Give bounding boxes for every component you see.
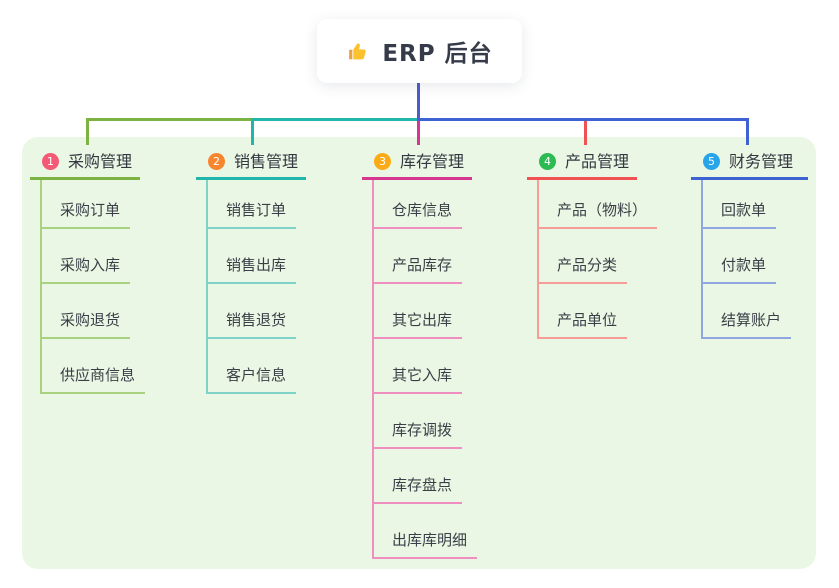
branch-product: 4 产品管理 产品（物料） 产品分类 产品单位 — [527, 146, 658, 339]
branch-label: 销售管理 — [234, 151, 299, 171]
child-node[interactable]: 仓库信息 — [374, 180, 463, 229]
connector-branch2-drop — [251, 118, 254, 145]
branch-index-badge: 5 — [703, 153, 720, 170]
branch-label: 库存管理 — [400, 151, 465, 171]
branch-purchase: 1 采购管理 采购订单 采购入库 采购退货 供应商信息 — [30, 146, 146, 394]
mindmap-canvas — [22, 137, 816, 569]
child-node[interactable]: 销售退货 — [208, 284, 297, 339]
branch-index-badge: 1 — [42, 153, 59, 170]
child-node[interactable]: 回款单 — [703, 180, 777, 229]
branch-purchase-title[interactable]: 1 采购管理 — [30, 146, 140, 180]
branch-index-badge: 4 — [539, 153, 556, 170]
branch-index-badge: 3 — [374, 153, 391, 170]
branch-inventory: 3 库存管理 仓库信息 产品库存 其它出库 其它入库 库存调拨 库存盘点 出库库… — [362, 146, 478, 559]
branch-label: 产品管理 — [565, 151, 630, 171]
thumbs-up-icon — [346, 39, 371, 64]
child-node[interactable]: 产品（物料） — [539, 180, 658, 229]
child-node[interactable]: 付款单 — [703, 229, 777, 284]
child-node[interactable]: 产品单位 — [539, 284, 628, 339]
branch-product-children: 产品（物料） 产品分类 产品单位 — [537, 180, 658, 339]
child-node[interactable]: 销售出库 — [208, 229, 297, 284]
connector-branch5-drop — [746, 118, 749, 145]
child-node[interactable]: 其它入库 — [374, 339, 463, 394]
branch-label: 采购管理 — [68, 151, 133, 171]
child-node[interactable]: 采购入库 — [42, 229, 131, 284]
branch-finance-title[interactable]: 5 财务管理 — [691, 146, 808, 180]
child-node[interactable]: 其它出库 — [374, 284, 463, 339]
child-node[interactable]: 产品库存 — [374, 229, 463, 284]
branch-sales: 2 销售管理 销售订单 销售出库 销售退货 客户信息 — [196, 146, 306, 394]
branch-finance-children: 回款单 付款单 结算账户 — [701, 180, 808, 339]
child-node[interactable]: 库存盘点 — [374, 449, 463, 504]
child-node[interactable]: 采购订单 — [42, 180, 131, 229]
branch-finance: 5 财务管理 回款单 付款单 结算账户 — [691, 146, 808, 339]
child-node[interactable]: 结算账户 — [703, 284, 792, 339]
branch-sales-children: 销售订单 销售出库 销售退货 客户信息 — [206, 180, 306, 394]
child-node[interactable]: 库存调拨 — [374, 394, 463, 449]
child-node[interactable]: 采购退货 — [42, 284, 131, 339]
branch-purchase-children: 采购订单 采购入库 采购退货 供应商信息 — [40, 180, 146, 394]
branch-inventory-title[interactable]: 3 库存管理 — [362, 146, 472, 180]
connector-root-stem — [417, 83, 420, 121]
connector-branch4-drop — [584, 121, 587, 145]
child-node[interactable]: 出库库明细 — [374, 504, 478, 559]
connector-branch2-horizontal — [251, 118, 419, 121]
child-node[interactable]: 产品分类 — [539, 229, 628, 284]
connector-branch5-horizontal — [417, 118, 749, 121]
child-node[interactable]: 销售订单 — [208, 180, 297, 229]
child-node[interactable]: 客户信息 — [208, 339, 297, 394]
branch-label: 财务管理 — [729, 151, 794, 171]
child-node[interactable]: 供应商信息 — [42, 339, 146, 394]
root-node[interactable]: ERP 后台 — [317, 19, 522, 83]
branch-inventory-children: 仓库信息 产品库存 其它出库 其它入库 库存调拨 库存盘点 出库库明细 — [372, 180, 478, 559]
branch-index-badge: 2 — [208, 153, 225, 170]
connector-branch1-drop — [86, 118, 89, 145]
root-node-label: ERP 后台 — [382, 41, 493, 67]
branch-product-title[interactable]: 4 产品管理 — [527, 146, 637, 180]
connector-branch1-horizontal — [86, 118, 253, 121]
connector-branch3-drop — [417, 121, 420, 145]
branch-sales-title[interactable]: 2 销售管理 — [196, 146, 306, 180]
